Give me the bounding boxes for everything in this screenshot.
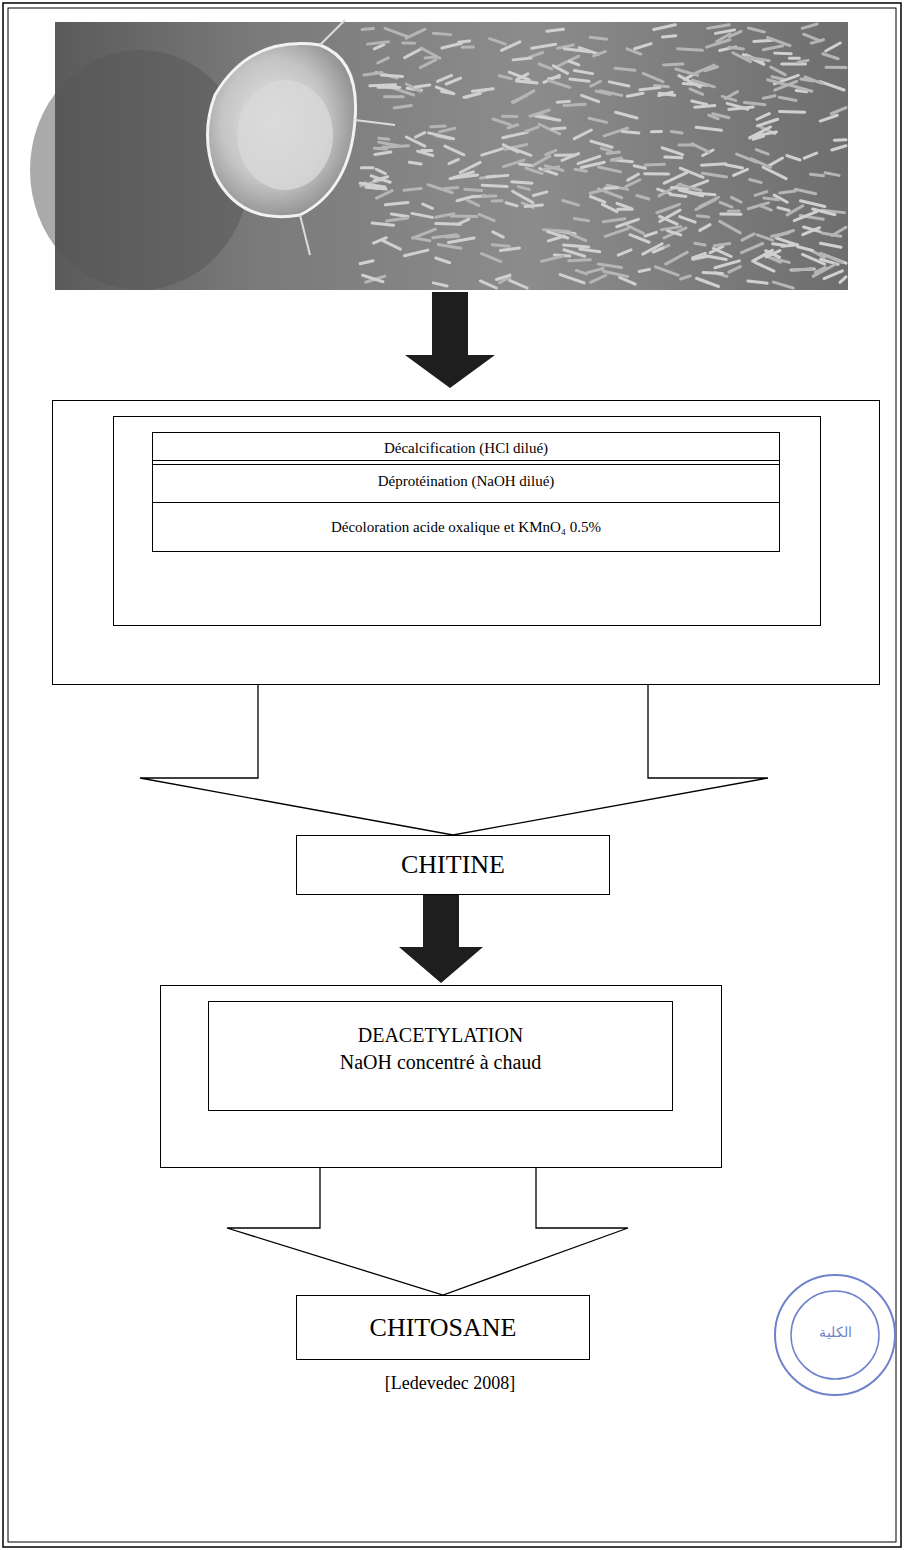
inner-frame xyxy=(8,8,896,1542)
hollow-arrow xyxy=(227,1168,628,1295)
process-inner-frame: Décalcification (HCl dilué) Déprotéinatio… xyxy=(113,416,821,626)
product-box: CHITINE xyxy=(296,835,610,895)
box-title: DEACETYLATION xyxy=(358,1024,524,1047)
process-frame: DEACETYLATION NaOH concentré à chaud xyxy=(160,985,722,1168)
hollow-arrow xyxy=(140,685,768,835)
outer-frame xyxy=(3,3,901,1547)
solid-arrow xyxy=(399,895,483,983)
stamp-text: الكلية xyxy=(819,1324,852,1341)
box-title: Déprotéination (NaOH dilué) xyxy=(378,473,555,490)
process-box: DEACETYLATION NaOH concentré à chaud xyxy=(208,1001,673,1111)
box-body: NaOH concentré à chaud xyxy=(340,1051,542,1074)
stamp xyxy=(775,1275,895,1395)
solid-arrow xyxy=(405,292,495,388)
process-step: Déprotéination (NaOH dilué) xyxy=(152,460,780,503)
sem-photo xyxy=(30,20,848,290)
box-title: CHITINE xyxy=(401,850,505,880)
process-frame: Décalcification (HCl dilué) Déprotéinatio… xyxy=(52,400,880,685)
box-title: Décoloration acide oxalique et KMnO₄ 0.5… xyxy=(331,519,601,536)
box-title: CHITOSANE xyxy=(370,1313,517,1343)
process-step: Décoloration acide oxalique et KMnO₄ 0.5… xyxy=(152,502,780,552)
box-title: Décalcification (HCl dilué) xyxy=(384,440,548,457)
citation: [Ledevedec 2008] xyxy=(385,1373,515,1394)
product-box: CHITOSANE xyxy=(296,1295,590,1360)
